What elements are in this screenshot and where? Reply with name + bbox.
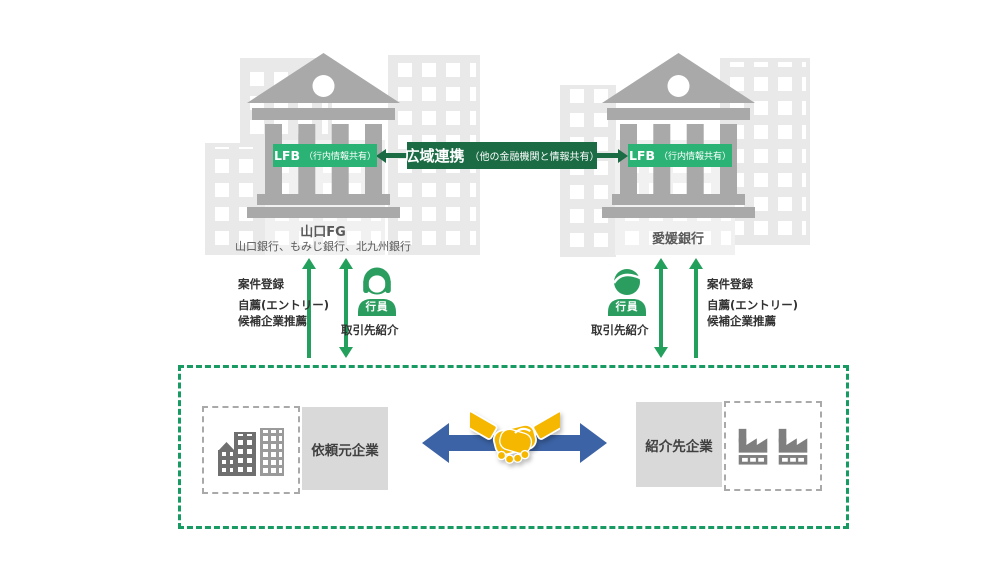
lfb-badge-left: LFB （行内情報共有）	[273, 144, 377, 167]
flow-label-entry-left: 自薦(エントリー) 候補企業推薦	[238, 297, 329, 329]
arrowhead-up-icon	[654, 258, 668, 269]
bank-subname-left: 山口銀行、もみじ銀行、北九州銀行	[235, 240, 411, 253]
up-arrow	[302, 258, 316, 358]
target-company-label-box: 紹介先企業	[636, 402, 722, 487]
double-arrow	[339, 258, 353, 358]
source-company-icon-box	[202, 406, 300, 494]
factory-icon	[778, 428, 808, 465]
lfb-badge-right: LFB （行内情報共有）	[628, 144, 732, 167]
employee-label: 行員	[365, 301, 389, 313]
lfb-label: LFB	[628, 148, 656, 163]
background-building-icon	[560, 85, 616, 257]
handshake-icon	[470, 410, 560, 464]
partnership-zone-border	[178, 365, 849, 529]
house-roof	[218, 442, 235, 451]
flow-label-register-right: 案件登録	[707, 277, 753, 291]
lfb-note: （行内情報共有）	[304, 152, 377, 162]
background-building-icon	[205, 143, 265, 255]
wide-area-link-note: （他の金融機関と情報共有）	[469, 152, 600, 163]
source-company-label: 依頼元企業	[311, 442, 379, 459]
employee-label: 行員	[615, 301, 639, 313]
bank-name-left: 山口FG	[300, 225, 346, 240]
lfb-label: LFB	[273, 148, 301, 163]
flow-label-entry-line2: 候補企業推薦	[238, 314, 307, 328]
double-arrow	[654, 258, 668, 358]
target-company-icon-box	[724, 401, 822, 491]
house-body	[218, 450, 235, 476]
female-bank-employee-icon: 行員	[355, 267, 399, 316]
bank-building-icon	[247, 53, 400, 218]
wide-area-link-title: 広域連携	[404, 147, 465, 165]
link-arrow-right	[597, 153, 619, 158]
office-tower	[234, 432, 256, 476]
wide-area-link-box: 広域連携 （他の金融機関と情報共有）	[404, 142, 600, 169]
lfb-note: （行内情報共有）	[659, 152, 732, 162]
arrowhead-up-icon	[339, 258, 353, 269]
link-arrowhead-left-icon	[376, 148, 386, 163]
flow-label-intro-left: 取引先紹介	[341, 323, 399, 337]
flow-label-entry-line2: 候補企業推薦	[707, 314, 776, 328]
flow-label-intro-right: 取引先紹介	[591, 323, 649, 337]
office-tower	[260, 428, 284, 476]
city-buildings-icon	[218, 424, 284, 476]
source-company-label-box: 依頼元企業	[302, 407, 388, 490]
arrowhead-down-icon	[339, 347, 353, 358]
bank-building-icon	[602, 53, 755, 218]
arrowhead-up-icon	[302, 258, 316, 269]
up-arrow	[689, 258, 703, 358]
flow-label-entry-line1: 自薦(エントリー)	[707, 298, 799, 312]
link-arrowhead-right-icon	[618, 148, 628, 163]
factory-icon	[738, 428, 768, 465]
arrowhead-down-icon	[654, 347, 668, 358]
flow-label-register-left: 案件登録	[238, 277, 284, 291]
flow-label-entry-line1: 自薦(エントリー)	[238, 298, 330, 312]
flow-label-entry-right: 自薦(エントリー) 候補企業推薦	[707, 297, 798, 329]
link-arrow-left	[385, 153, 407, 158]
arrowhead-up-icon	[689, 258, 703, 269]
bank-name-right: 愛媛銀行	[651, 232, 704, 247]
target-company-label: 紹介先企業	[645, 438, 713, 455]
male-bank-employee-icon: 行員	[605, 267, 649, 316]
